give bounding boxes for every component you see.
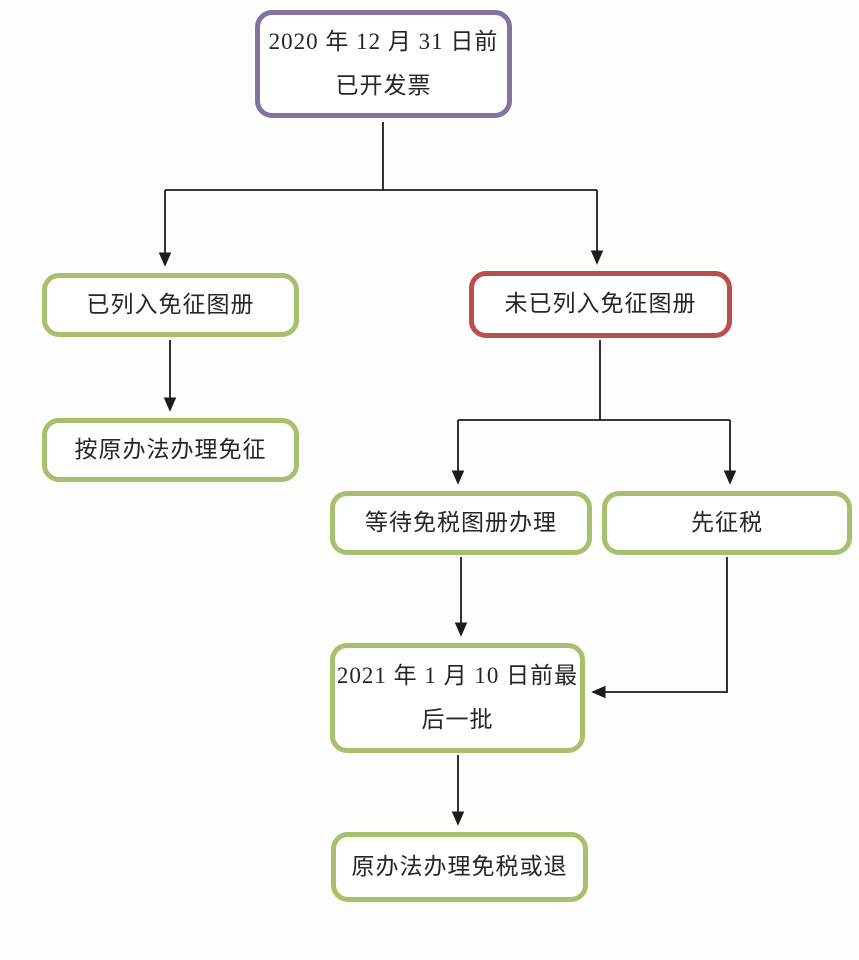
node-label-line: 未已列入免征图册 [504, 291, 697, 317]
node-handle-exemption-original-method: 按原办法办理免征 [42, 418, 299, 482]
node-label-line: 先征税 [691, 509, 763, 535]
node-label-line: 等待免税图册办理 [365, 509, 557, 535]
node-label-line: 已开发票 [335, 73, 432, 98]
node-last-batch-before-2021-01-10: 2021 年 1 月 10 日前最 后一批 [330, 643, 585, 753]
node-label-line: 2020 年 12 月 31 日前 [268, 28, 499, 54]
connector-taxfirst-to-deadline [591, 557, 728, 699]
node-label-line: 原办法办理免税或退 [351, 853, 568, 879]
node-not-listed-in-exemption-catalog: 未已列入免征图册 [469, 271, 732, 338]
node-label-line: 2021 年 1 月 10 日前最 [336, 662, 579, 688]
node-original-method-exempt-or-refund: 原办法办理免税或退 [331, 832, 588, 902]
node-invoiced-before-2020-12-31: 2020 年 12 月 31 日前 已开发票 [255, 10, 512, 118]
node-wait-for-tax-free-catalog: 等待免税图册办理 [330, 491, 592, 555]
node-tax-first: 先征税 [602, 491, 852, 555]
node-label-line: 已列入免征图册 [86, 291, 255, 317]
node-listed-in-exemption-catalog: 已列入免征图册 [42, 273, 299, 337]
node-label-line: 后一批 [421, 707, 494, 732]
node-label-line: 按原办法办理免征 [74, 436, 267, 462]
